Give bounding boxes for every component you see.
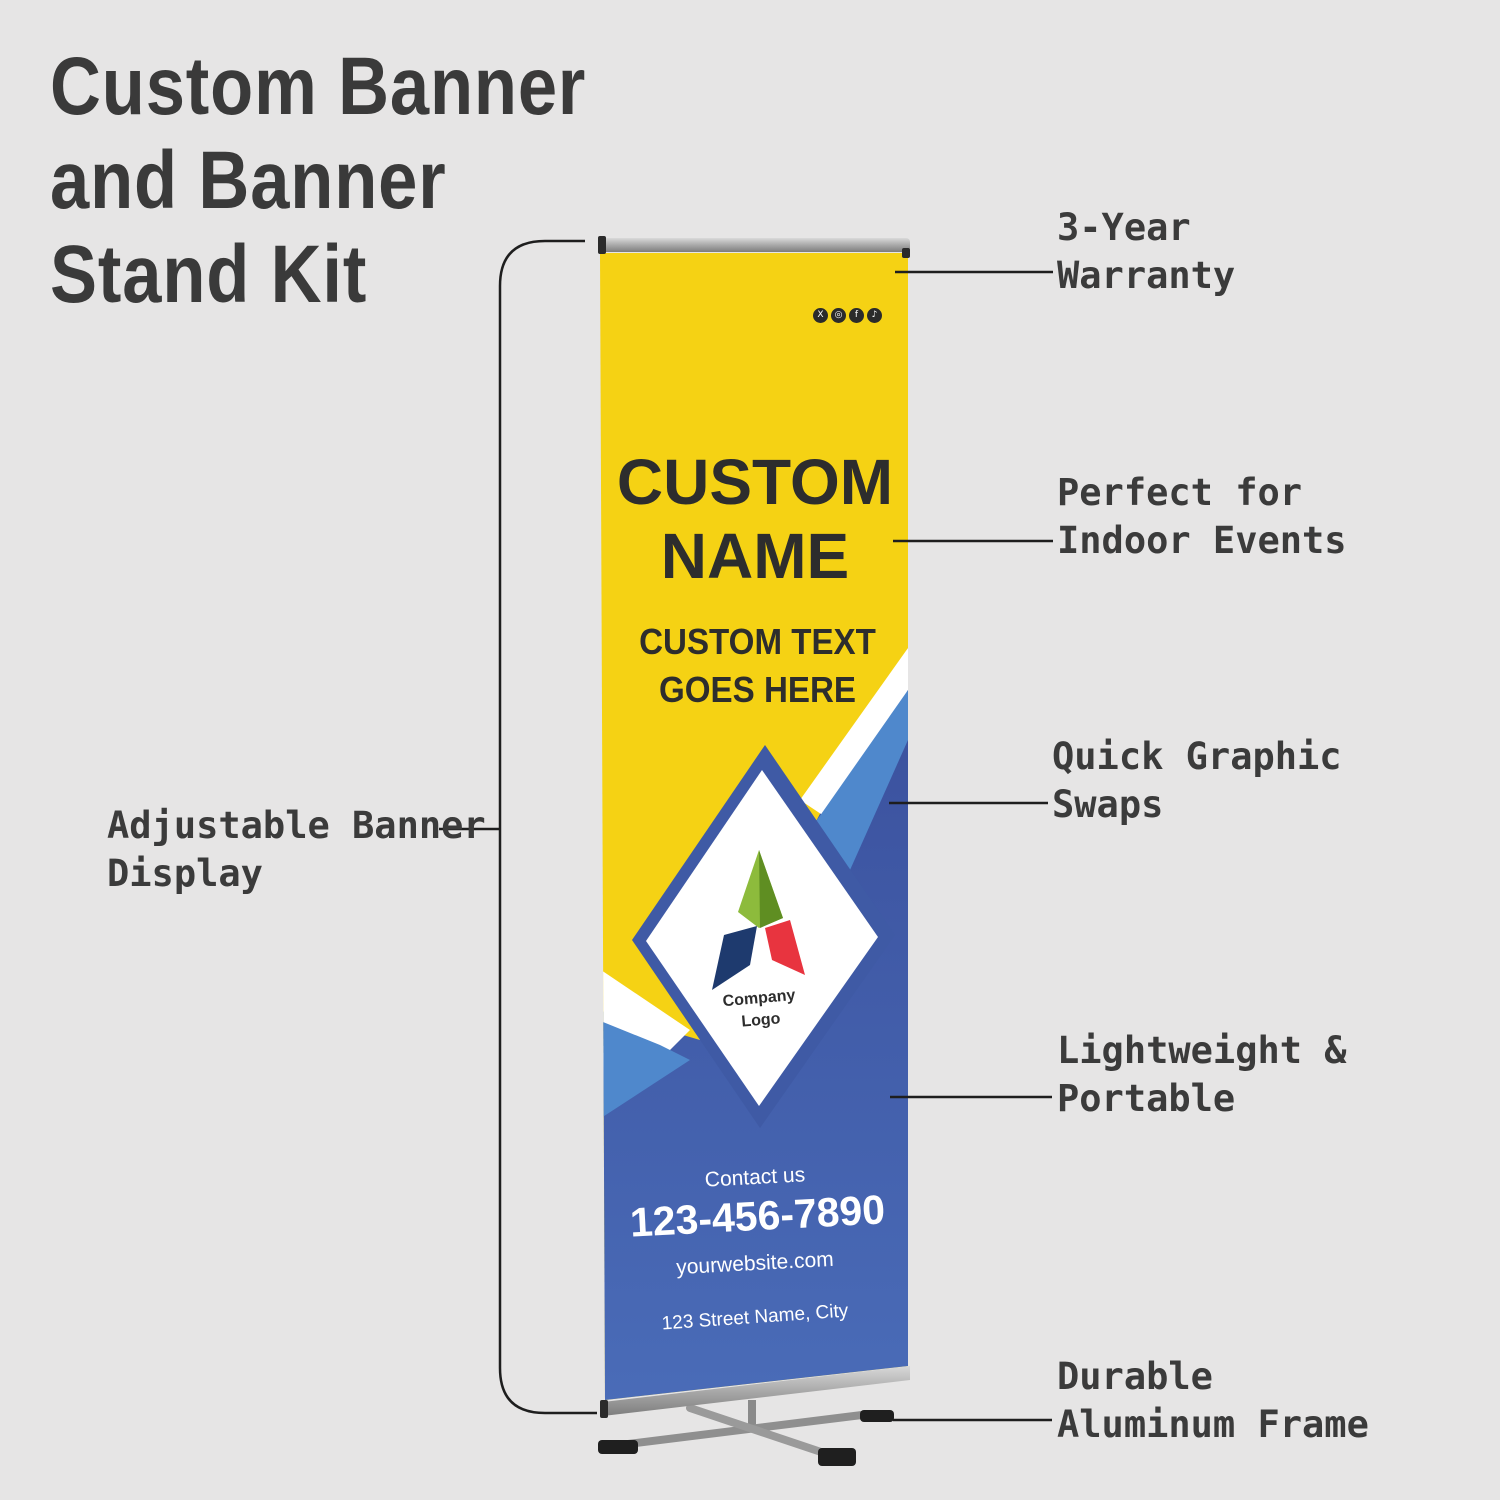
facebook-icon: f xyxy=(849,308,864,323)
bottom-bar xyxy=(603,1366,910,1416)
feature-indoor-line-1: Perfect for xyxy=(1057,471,1303,514)
feature-frame-line-1: Durable xyxy=(1057,1355,1213,1398)
feature-swaps: Quick Graphic Swaps xyxy=(1052,733,1342,829)
banner-graphic xyxy=(600,253,908,1400)
x-icon: X xyxy=(813,308,828,323)
feature-indoor: Perfect for Indoor Events xyxy=(1057,469,1347,565)
page-title: Custom Banner and Banner Stand Kit xyxy=(50,40,586,322)
banner-name-line-2: NAME xyxy=(660,520,850,592)
feature-portable: Lightweight & Portable xyxy=(1057,1027,1347,1123)
title-line-1: Custom Banner xyxy=(50,41,587,132)
feature-swaps-line-2: Swaps xyxy=(1052,783,1164,826)
banner-custom-text: CUSTOM TEXT GOES HERE xyxy=(617,618,898,714)
feature-warranty: 3-Year Warranty xyxy=(1057,204,1235,300)
stand-base xyxy=(598,1400,894,1466)
feature-frame: Durable Aluminum Frame xyxy=(1057,1353,1369,1449)
tiktok-icon: ♪ xyxy=(867,308,882,323)
banner-name: CUSTOM NAME xyxy=(605,445,905,593)
title-line-3: Stand Kit xyxy=(50,229,368,320)
banner-name-line-1: CUSTOM xyxy=(616,446,894,518)
feature-frame-line-2: Aluminum Frame xyxy=(1057,1403,1369,1446)
feature-portable-line-2: Portable xyxy=(1057,1077,1236,1120)
feature-indoor-line-2: Indoor Events xyxy=(1057,519,1347,562)
top-bar xyxy=(598,238,910,252)
feature-warranty-line-1: 3-Year xyxy=(1057,206,1191,249)
feature-portable-line-1: Lightweight & xyxy=(1057,1029,1347,1072)
feature-adjustable-line-1: Adjustable Banner xyxy=(107,804,486,847)
title-line-2: and Banner xyxy=(50,135,447,226)
instagram-icon: ◎ xyxy=(831,308,846,323)
feature-adjustable: Adjustable Banner Display xyxy=(107,802,486,898)
banner-text-line-2: GOES HERE xyxy=(659,669,856,710)
feature-swaps-line-1: Quick Graphic xyxy=(1052,735,1342,778)
banner-text-line-1: CUSTOM TEXT xyxy=(639,621,876,662)
feature-adjustable-line-2: Display xyxy=(107,852,263,895)
height-bracket xyxy=(498,239,597,1415)
feature-warranty-line-2: Warranty xyxy=(1057,254,1236,297)
